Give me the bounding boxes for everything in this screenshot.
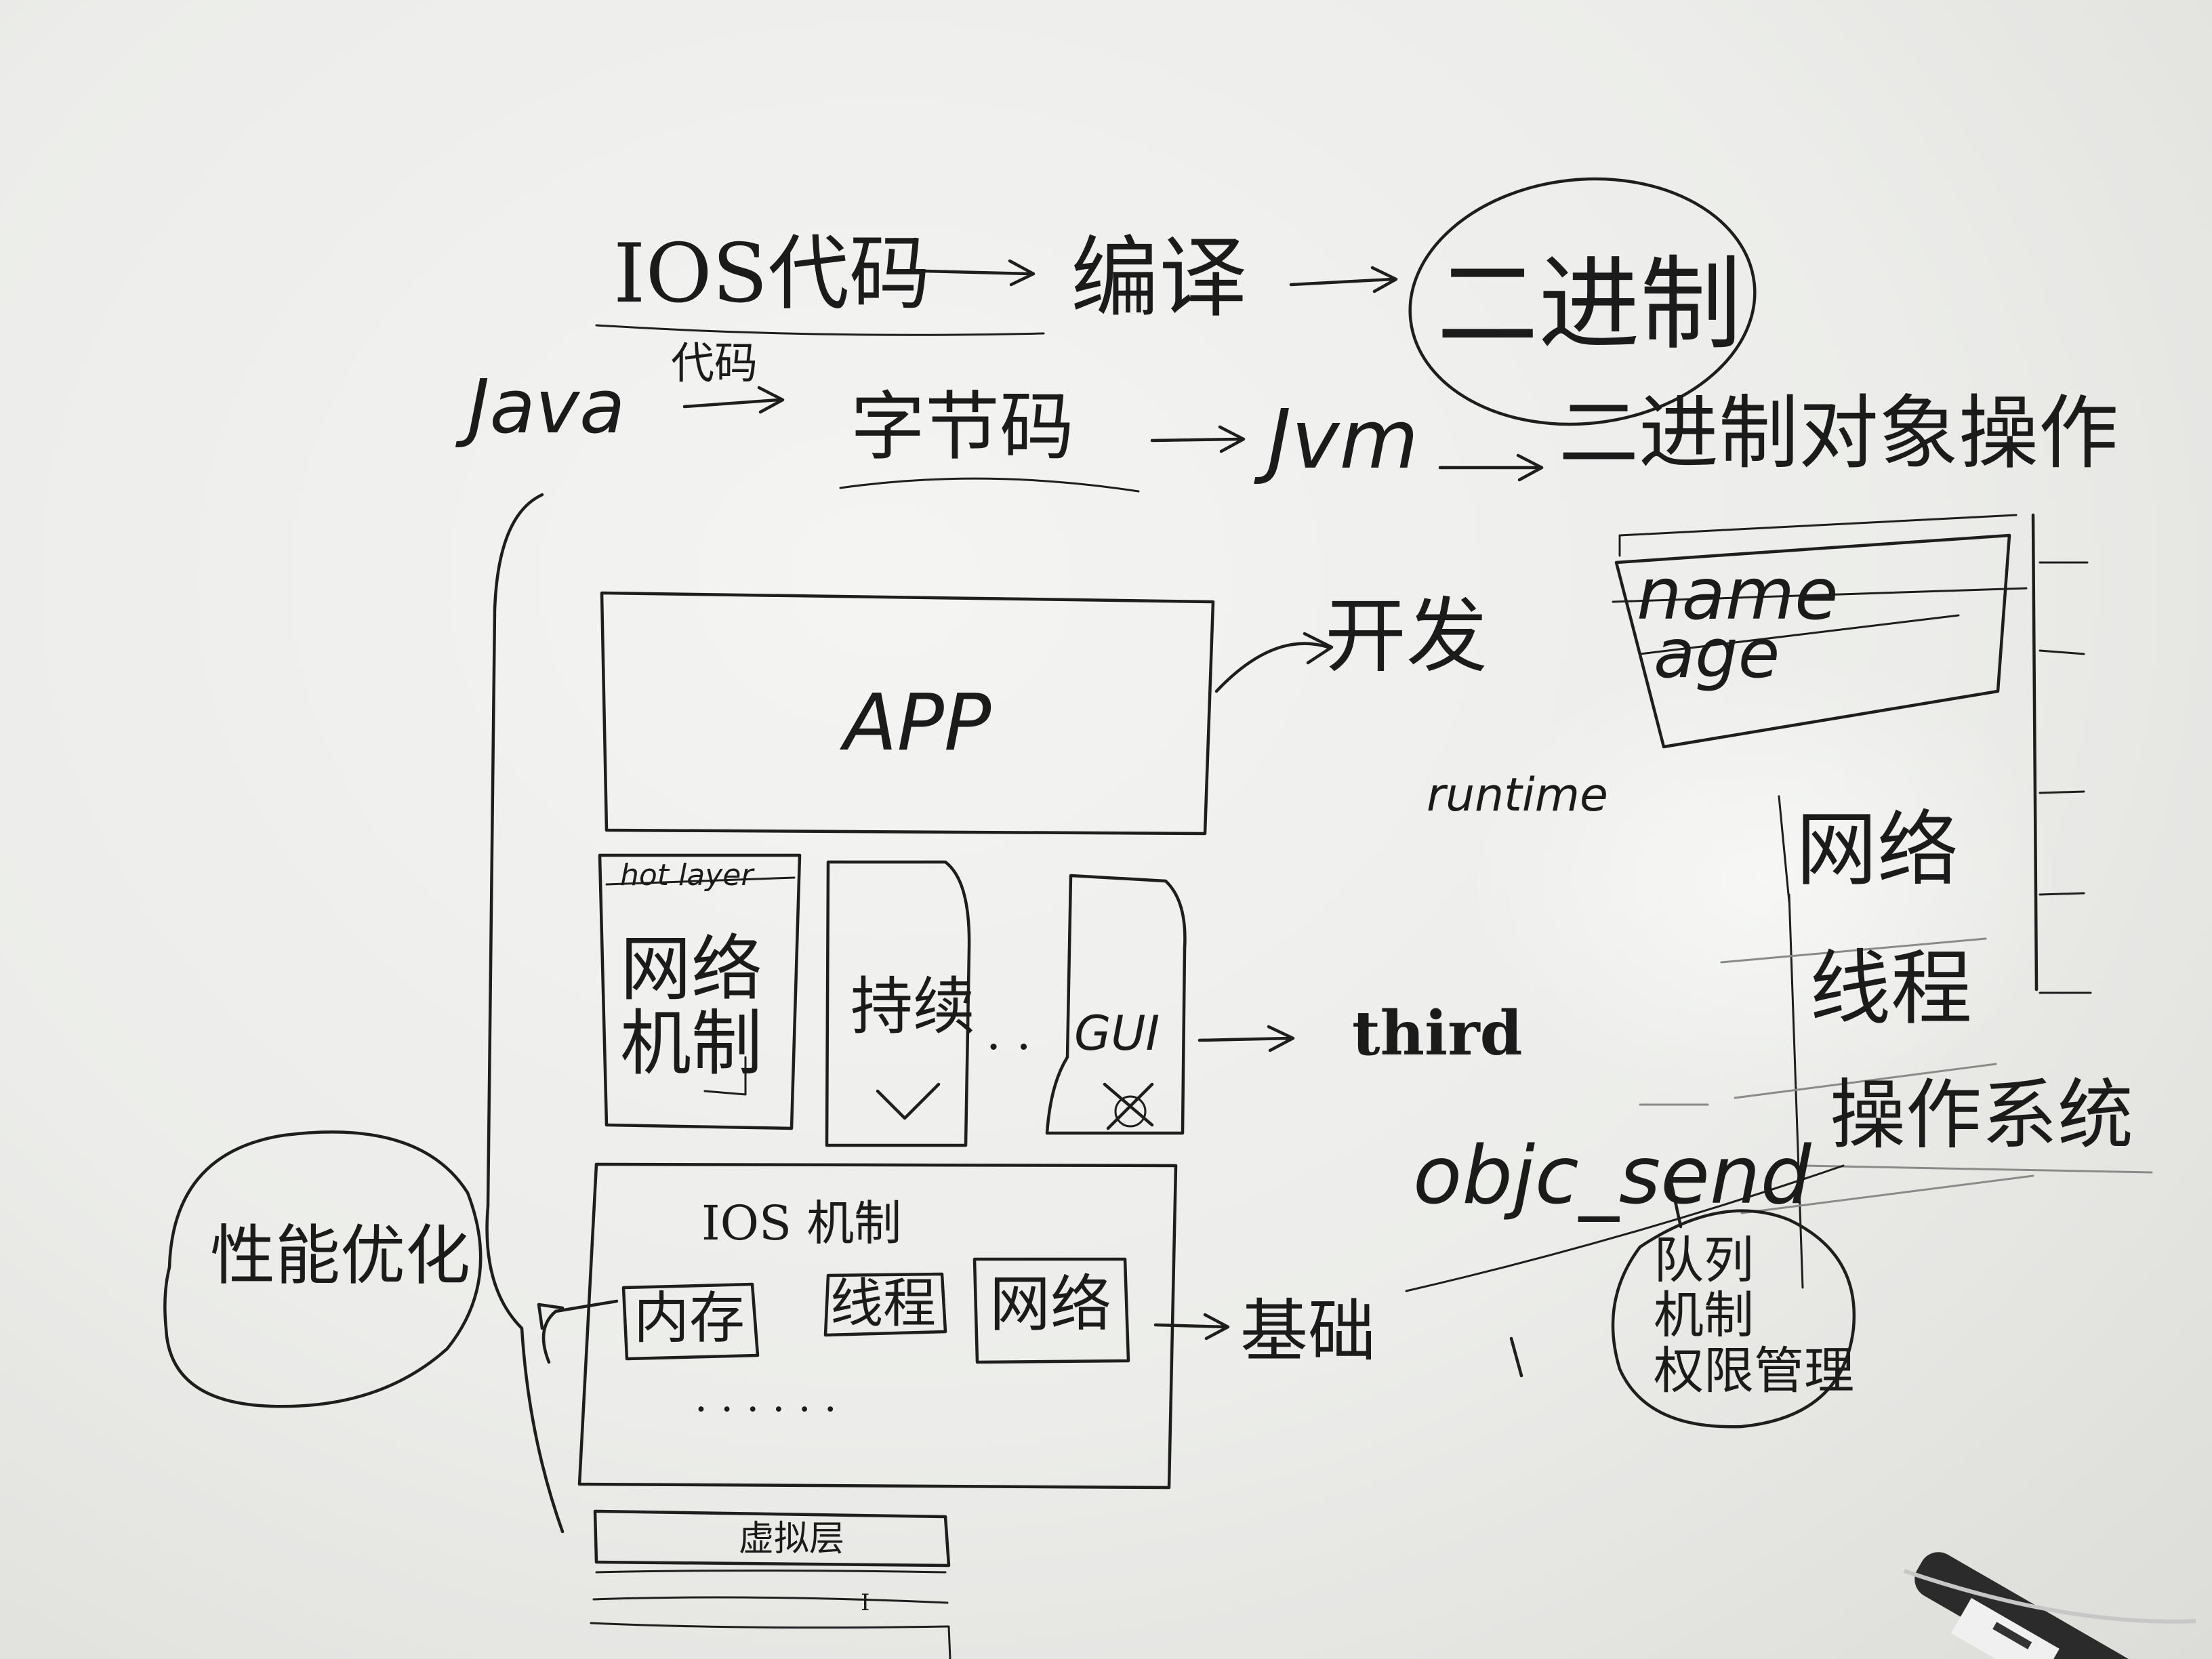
runtime-label: runtime: [1427, 769, 1608, 822]
java-arrow-1: [682, 386, 785, 414]
record-top-line: [1618, 514, 2018, 557]
java-label: Java: [468, 363, 626, 450]
ios-item-thread: 线程: [830, 1273, 937, 1334]
right-list-divider: [1778, 795, 1804, 1289]
app-label: APP: [844, 678, 991, 769]
hot-layer-title: hot layer: [620, 858, 754, 893]
middle-check-icon: [876, 1082, 941, 1120]
app-arrow: [1214, 632, 1334, 693]
third-arrow: [1197, 1025, 1295, 1052]
hot-dots: · ·: [986, 1019, 1031, 1075]
objc-bubble-outline: [1611, 1209, 1856, 1429]
ios-arrow-2: [1289, 266, 1398, 293]
right-ticks: [2039, 561, 2092, 994]
ios-item-3-outline: [972, 1257, 1130, 1364]
bottom-layer-mark: I: [861, 1589, 870, 1616]
record-name: name: [1637, 553, 1839, 636]
ios-item-memory: 内存: [634, 1286, 745, 1351]
bytecode-label: 字节码: [851, 384, 1074, 470]
objc-underline: [1405, 1164, 1845, 1292]
java-arrow-2: [1150, 425, 1246, 453]
bytecode-underline: [839, 477, 1140, 493]
binary-circle: [1408, 177, 1757, 426]
perf-bubble-text: 性能优化: [210, 1218, 470, 1294]
hot-middle-box-outline: [825, 860, 971, 1147]
right-list-thread: 线程: [1809, 942, 1972, 1036]
ios-item-1-outline: [621, 1282, 760, 1361]
ios-ellipsis: · · · · · ·: [695, 1386, 837, 1433]
bottom-layer-1-outline: [593, 1509, 951, 1568]
ios-underline: [595, 324, 1045, 336]
hot-left-text: 网络 机制: [620, 928, 763, 1086]
bottom-layer-lines: [590, 1570, 951, 1659]
cross-circle: [1114, 1095, 1147, 1128]
light-glare: [1457, 644, 2067, 1118]
right-list-rule-bottom: [1801, 1164, 2153, 1174]
binary-object-label: 二进制对象操作: [1559, 386, 2119, 480]
ios-arrow-note: 基础: [1240, 1292, 1376, 1371]
compile-label: 编译: [1071, 226, 1248, 329]
hot-right-text: GUI: [1074, 1006, 1160, 1061]
stray-mark: [1509, 1336, 1523, 1378]
java-arrow-3: [1438, 453, 1544, 482]
hot-left-title-line: [605, 876, 796, 886]
record-age: age: [1654, 614, 1780, 693]
hot-left-box-outline: [598, 853, 802, 1130]
app-note: 开发: [1325, 590, 1488, 684]
jvm-label: Jvm: [1267, 393, 1419, 487]
right-list-network: 网络: [1796, 803, 1959, 897]
right-list-rules: [1639, 937, 2034, 1214]
third-label: third: [1352, 998, 1523, 1069]
ios-code-label: IOS代码: [613, 227, 930, 321]
right-vertical-line: [2031, 513, 2039, 991]
ios-item-2-outline: [823, 1272, 947, 1337]
bottom-layer-label: 虚拟层: [739, 1519, 845, 1559]
app-box-outline: [600, 591, 1215, 836]
ios-arrow: [1153, 1313, 1230, 1340]
hot-right-box-outline: [1045, 874, 1187, 1135]
perf-bubble-outline: [163, 1130, 483, 1408]
hot-middle-text: 持续: [851, 970, 976, 1043]
objc-bubble-text: 队列 机制 权限管理: [1654, 1231, 1854, 1400]
binary-label: 二进制: [1437, 246, 1742, 364]
ios-layer-box-outline: [577, 1162, 1178, 1490]
objc-tick: [1668, 1177, 1683, 1229]
record-box-outline: [1614, 533, 2011, 749]
perf-arrow: [537, 1299, 619, 1364]
objc-send-label: objc_send: [1413, 1128, 1811, 1222]
right-list-os: 操作系统: [1830, 1071, 2133, 1160]
ios-arrow-1: [923, 259, 1036, 287]
hot-left-check: [703, 1056, 747, 1096]
left-brace: [485, 493, 565, 1534]
ios-layer-title: IOS 机制: [701, 1195, 902, 1251]
java-code-label: 代码: [671, 339, 758, 389]
ios-item-network: 网络: [989, 1269, 1111, 1340]
record-lines: [1612, 587, 2028, 655]
